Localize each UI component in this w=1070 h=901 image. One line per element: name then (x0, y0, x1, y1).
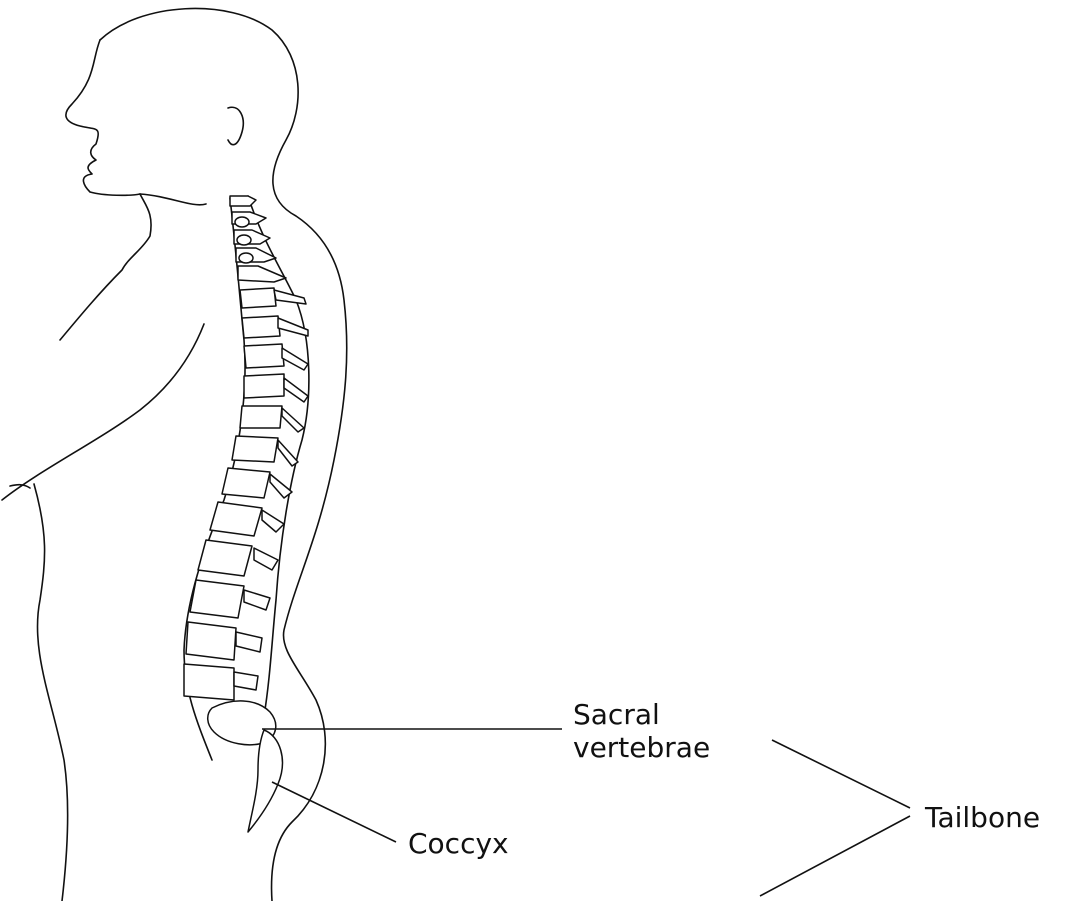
arm-outline (2, 324, 204, 500)
coccyx-label: Coccyx (408, 827, 509, 860)
face-outline (66, 40, 140, 195)
sacral-label-line1: Sacral (573, 698, 710, 731)
sacrum-coccyx (208, 701, 283, 832)
cervical-vertebrae (230, 196, 286, 282)
back-outline (100, 8, 347, 901)
jaw-neck-outline (140, 194, 206, 205)
tailbone-lower-bracket (760, 816, 910, 896)
thoracic-lumbar-vertebrae (184, 288, 284, 700)
coccyx-leader-line (272, 782, 396, 842)
spine (184, 196, 309, 832)
ear-outline (228, 107, 243, 144)
body-outline (2, 8, 347, 901)
tailbone-label: Tailbone (925, 801, 1040, 834)
sacral-vertebrae-label: Sacral vertebrae (573, 698, 710, 764)
throat-outline (60, 194, 151, 340)
tailbone-upper-bracket (772, 740, 910, 808)
front-torso-outline (34, 484, 68, 901)
sacral-label-line2: vertebrae (573, 731, 710, 764)
